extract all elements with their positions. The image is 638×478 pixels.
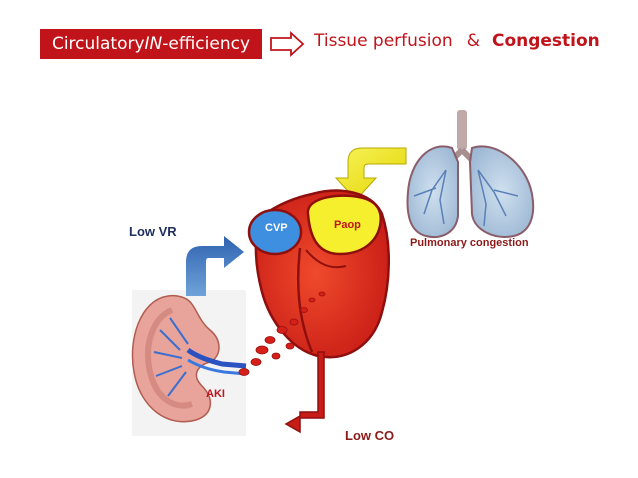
yellow-arrow-icon	[334, 147, 407, 201]
title-box-italic: IN	[144, 34, 163, 54]
implies-arrow-icon	[270, 30, 305, 58]
lungs-illustration	[406, 110, 535, 238]
paop-label: Paop	[334, 219, 361, 231]
low-co-label: Low CO	[345, 428, 395, 443]
aki-label: AKI	[206, 388, 225, 400]
congestion-label: Congestion	[491, 31, 600, 51]
title-box-text-1: Circulatory	[51, 34, 145, 54]
cvp-label: CVP	[265, 222, 288, 234]
title-box-text-2: -efficiency	[162, 34, 251, 54]
low-vr-label: Low VR	[129, 224, 177, 239]
ampersand-label: &	[466, 31, 480, 51]
title-box: Circulatory IN-efficiency	[40, 29, 262, 59]
paop-chamber	[306, 194, 383, 256]
kidney-illustration	[131, 290, 247, 436]
cvp-chamber	[247, 208, 303, 256]
heart-illustration	[238, 189, 391, 434]
header-rest: Tissue perfusion&Congestion	[314, 31, 600, 51]
pulmonary-congestion-label: Pulmonary congestion	[410, 237, 529, 249]
tissue-perfusion-label: Tissue perfusion	[314, 31, 453, 51]
blue-arrow-icon	[186, 236, 244, 296]
